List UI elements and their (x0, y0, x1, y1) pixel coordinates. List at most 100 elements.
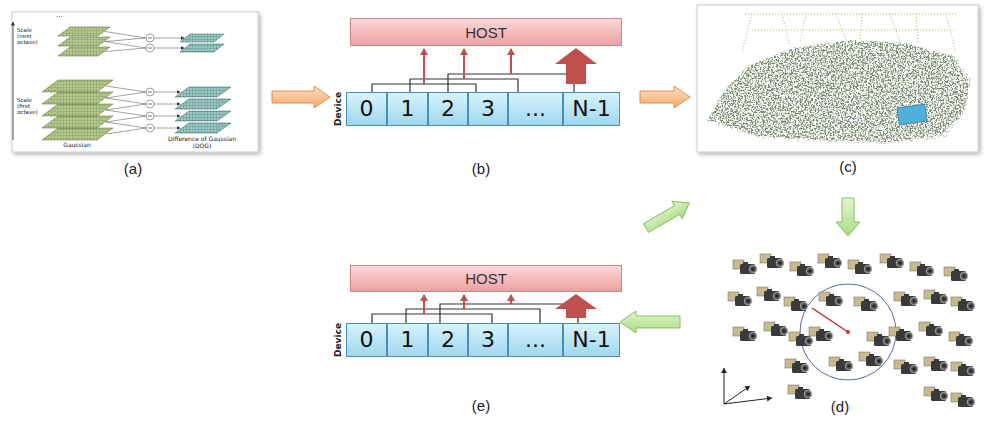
dog-pyramid-figure (106, 122, 146, 128)
cell-index: 2 (441, 329, 455, 351)
transfer-arrow (423, 49, 425, 84)
panel-caption: (b) (461, 161, 501, 178)
flow-arrow (641, 194, 694, 236)
dog-pyramid-figure (42, 128, 113, 140)
transfer-arrow (510, 49, 512, 74)
camera-pose-figure (854, 297, 878, 311)
figure-annotation: Scale (first octave) (17, 97, 41, 115)
camera-pose-figure (859, 352, 883, 366)
dog-pyramid-figure (154, 116, 180, 117)
dog-pyramid-figure (105, 42, 146, 49)
dog-pyramid-figure (154, 104, 180, 105)
panel-caption: (d) (820, 399, 860, 416)
transfer-arrow (555, 294, 597, 318)
camera-pose-figure (724, 254, 975, 407)
dog-pyramid-figure (106, 86, 146, 92)
camera-pose-figure (910, 262, 934, 276)
figure-annotation: Difference of Gaussian (DOG) (164, 136, 240, 149)
camera-pose-figure (760, 254, 784, 268)
camera-pose-figure (924, 357, 948, 371)
dog-pyramid-figure (148, 92, 152, 93)
point-cloud-figure (742, 14, 790, 52)
dog-pyramid-figure (154, 38, 184, 39)
camera-pose-figure (829, 357, 853, 371)
figure-annotation: Gaussian (44, 142, 110, 149)
camera-pose-figure (951, 297, 975, 311)
dog-pyramid-figure (146, 44, 154, 52)
host-bar: HOST (350, 265, 622, 292)
camera-pose-figure (800, 284, 896, 380)
point-cloud-figure (745, 14, 958, 15)
flow-arrow (640, 86, 690, 108)
dog-pyramid-figure (106, 98, 146, 104)
transfer-arrow (463, 295, 465, 309)
dog-pyramid-figure (154, 48, 184, 49)
dog-pyramid-figure (148, 38, 152, 128)
dog-pyramid-figure (106, 104, 146, 110)
dog-pyramid-figure (146, 100, 154, 108)
dog-pyramid-figure (106, 110, 146, 116)
camera-pose-figure (788, 385, 812, 399)
camera-pose-figure (949, 332, 973, 346)
dog-pyramid-figure (148, 48, 152, 49)
device-cell: 2 (428, 92, 468, 126)
transfer-arrow (463, 49, 465, 79)
transfer-arrow (423, 295, 425, 314)
cell-index: N-1 (572, 329, 610, 351)
camera-pose-figure (848, 260, 872, 274)
point-cloud-figure (742, 14, 958, 52)
dog-pyramid-figure (146, 34, 154, 42)
point-cloud-figure (697, 5, 978, 152)
cell-index: 2 (441, 98, 455, 120)
dog-pyramid-figure (42, 80, 113, 92)
dog-pyramid-figure (105, 38, 146, 42)
camera-pose-figure (894, 360, 918, 374)
point-cloud-figure (860, 14, 900, 42)
dog-pyramid-figure (148, 128, 152, 129)
dog-pyramid-figure (148, 104, 152, 105)
dog-pyramid-figure (12, 12, 258, 152)
dog-pyramid-figure (146, 124, 154, 132)
thread-bracket (440, 304, 578, 323)
dog-pyramid-figure (42, 92, 113, 104)
thread-bracket (406, 309, 540, 323)
dog-pyramid-figure (146, 88, 154, 96)
device-cell: 0 (346, 92, 387, 126)
dog-pyramid-figure (58, 47, 110, 56)
panel-caption: (e) (461, 398, 501, 415)
cell-index: 3 (481, 329, 495, 351)
dog-pyramid-figure (175, 87, 231, 97)
point-cloud-figure (916, 14, 956, 52)
dog-pyramid-figure (175, 34, 231, 133)
figure-annotation: ... (56, 12, 80, 20)
point-cloud-figure (697, 5, 978, 152)
camera-pose-figure (785, 359, 809, 373)
point-cloud-figure (708, 40, 970, 142)
device-cell: 3 (468, 323, 508, 357)
camera-pose-figure (757, 287, 781, 301)
device-cell: N-1 (563, 92, 620, 126)
camera-pose-figure (724, 386, 750, 404)
transfer-arrow (424, 48, 597, 84)
dog-pyramid-figure (105, 48, 146, 52)
device-cell: ... (508, 92, 563, 126)
camera-pose-figure (846, 330, 850, 334)
cell-index: 1 (401, 98, 415, 120)
thread-bracket (410, 79, 518, 92)
dog-pyramid-figure (42, 104, 113, 116)
host-label: HOST (465, 25, 507, 40)
dog-pyramid-figure (58, 27, 110, 36)
camera-pose-figure (724, 368, 725, 404)
cell-index: ... (525, 98, 546, 120)
camera-pose-figure (724, 368, 772, 404)
device-cell: 3 (468, 92, 508, 126)
camera-pose-figure (924, 387, 948, 401)
device-label: Device (332, 89, 344, 129)
camera-pose-figure (919, 322, 943, 336)
dog-pyramid-figure (148, 38, 152, 39)
cell-index: 1 (401, 329, 415, 351)
host-bar: HOST (350, 18, 622, 46)
camera-pose-figure (764, 322, 788, 336)
